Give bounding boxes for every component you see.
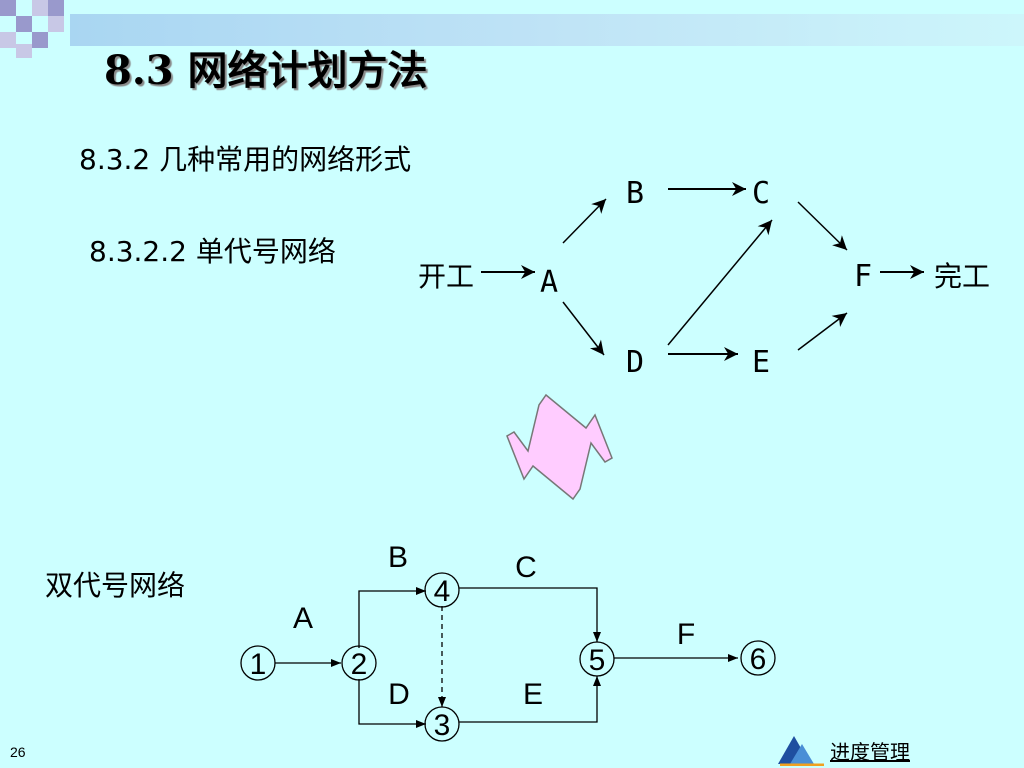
single-code-network-label: 8.3.2.2 单代号网络 — [89, 235, 336, 268]
end-node-label: 完工 — [934, 260, 990, 293]
footer-link-schedule-management[interactable]: 进度管理 — [830, 740, 910, 764]
header-band — [70, 14, 1024, 46]
node-b: B — [626, 176, 644, 211]
event-node-2-circle — [341, 645, 377, 681]
event-node-4: 4 — [434, 575, 451, 608]
slide-title: 8.3 网络计划方法 — [104, 47, 428, 94]
single-code-arrows — [481, 182, 924, 361]
event-node-6-circle — [740, 640, 776, 676]
node-a: A — [540, 265, 558, 300]
single-code-network: 开工 A B C D E F 完工 — [418, 176, 990, 380]
activity-label-c: C — [515, 551, 537, 584]
node-c: C — [752, 176, 770, 211]
activity-label-d: D — [388, 678, 410, 711]
start-node-label: 开工 — [418, 260, 474, 293]
event-node-3: 3 — [434, 709, 451, 742]
arrow-e-f — [797, 312, 848, 351]
node-d: D — [626, 345, 644, 380]
section-subtitle: 8.3.2 几种常用的网络形式 — [79, 143, 412, 176]
event-node-5: 5 — [589, 644, 606, 677]
bidirectional-exchange-arrow — [506, 393, 613, 501]
event-node-1: 1 — [250, 648, 267, 681]
activity-label-b: B — [388, 541, 408, 574]
activity-label-f: F — [677, 618, 695, 651]
edge-c-4-5 — [459, 587, 601, 642]
double-code-network: 1 2 3 4 5 6 A B C D E F — [240, 541, 776, 742]
activity-label-e: E — [523, 678, 543, 711]
node-f: F — [854, 259, 872, 294]
event-node-3-circle — [424, 706, 460, 742]
double-code-network-label: 双代号网络 — [45, 569, 186, 602]
edge-e-3-5 — [459, 676, 601, 723]
page-number: 26 — [10, 744, 26, 760]
arrow-a-b — [562, 198, 607, 244]
arrow-d-c — [667, 219, 773, 346]
event-node-2: 2 — [351, 648, 368, 681]
corner-decoration — [0, 0, 64, 58]
arrow-a-d — [562, 301, 605, 356]
arrow-c-f — [797, 201, 848, 251]
event-node-6: 6 — [750, 643, 767, 676]
activity-label-a: A — [293, 602, 313, 635]
event-node-4-circle — [424, 572, 460, 608]
edge-d-2-3 — [358, 679, 426, 728]
company-logo-icon — [778, 736, 824, 766]
event-node-5-circle — [579, 641, 615, 677]
event-node-1-circle — [240, 645, 276, 681]
node-e: E — [752, 345, 770, 380]
edge-b-2-4 — [358, 587, 426, 648]
